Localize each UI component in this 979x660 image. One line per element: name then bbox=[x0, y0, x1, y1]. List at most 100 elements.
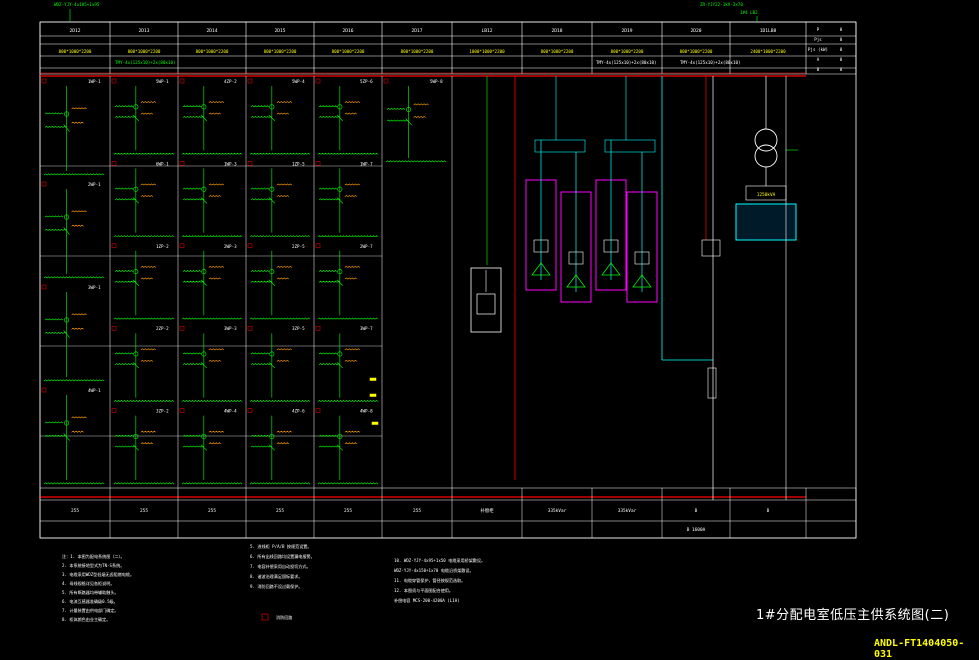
breaker-symbol bbox=[201, 104, 207, 110]
cad-text bbox=[114, 115, 137, 118]
panel-size: 800*1000*2200 bbox=[264, 49, 297, 54]
cad-text bbox=[140, 183, 157, 186]
cad-text bbox=[182, 280, 205, 283]
feeder-tag: 4WP-8 bbox=[360, 409, 373, 414]
cad-text bbox=[276, 112, 290, 115]
cad-text bbox=[208, 277, 222, 280]
cad-text bbox=[208, 359, 222, 362]
feeder-index-box bbox=[41, 284, 47, 290]
cad-text bbox=[318, 352, 338, 355]
breaker-symbol bbox=[64, 317, 70, 323]
cad-text bbox=[182, 198, 205, 201]
breaker-symbol bbox=[132, 279, 140, 286]
feeder-tag: 2ZP-2 bbox=[156, 326, 169, 331]
cad-text bbox=[43, 482, 105, 485]
cad-text bbox=[276, 265, 293, 268]
cad-text bbox=[114, 434, 134, 437]
feeder-index-box bbox=[247, 161, 253, 166]
cad-text bbox=[344, 101, 361, 104]
feeder-index-box bbox=[315, 243, 321, 249]
cad-text bbox=[182, 105, 202, 108]
cad-text bbox=[140, 265, 157, 268]
cad-text bbox=[208, 265, 225, 268]
cad-text bbox=[43, 379, 105, 382]
cad-text bbox=[344, 277, 358, 280]
top-right-note: ZR-YJY22-1kV-3x70 bbox=[700, 2, 743, 7]
feeder-tag: 2WP-3 bbox=[224, 244, 237, 249]
note-line: 注：1. 本图为配电系统图（二）。 bbox=[62, 553, 125, 559]
panel-header-table: 2D12800*1000*22002D13800*1000*22002D1480… bbox=[39, 2, 857, 75]
feeder-index-box bbox=[111, 325, 117, 331]
feeder-index-box bbox=[315, 161, 321, 166]
breaker-symbol bbox=[200, 197, 208, 204]
cad-text bbox=[318, 270, 338, 273]
cad-text bbox=[250, 187, 270, 190]
cad-text bbox=[250, 352, 270, 355]
notes-block: 注：1. 本图为配电系统图（二）。2. 本系统接地型式为TN-S系统。3. 电缆… bbox=[62, 543, 485, 622]
panel-id: 2D17 bbox=[411, 28, 422, 34]
breaker-symbol bbox=[268, 114, 276, 122]
breaker-symbol bbox=[200, 444, 208, 451]
note-line: 10. WDZ-YJY-4x95+1x50 电缆采用桥架敷设。 bbox=[394, 557, 485, 563]
highlight-marker bbox=[369, 377, 377, 381]
highlight-marker bbox=[369, 393, 377, 397]
cad-text bbox=[114, 280, 137, 283]
cad-text bbox=[249, 482, 311, 485]
cad-text bbox=[208, 442, 222, 445]
cad-text bbox=[317, 400, 379, 402]
cad-text bbox=[182, 352, 202, 355]
cad-text bbox=[208, 112, 222, 115]
cad-text bbox=[113, 482, 175, 485]
note-line: 3. 电缆采用WDZ型低烟无卤阻燃电缆。 bbox=[62, 571, 134, 577]
cad-text bbox=[249, 152, 311, 155]
breaker-symbol bbox=[337, 104, 343, 110]
panel-id: 2D16 bbox=[342, 28, 353, 34]
cad-text bbox=[318, 445, 341, 448]
bottom-cell: 255 bbox=[276, 508, 284, 514]
cad-text bbox=[182, 434, 202, 437]
bottom-cell: 255 bbox=[413, 508, 421, 514]
bottom-cell: B bbox=[695, 508, 698, 514]
cad-text bbox=[208, 348, 225, 351]
panel-size: 800*1000*2200 bbox=[401, 49, 434, 54]
cad-text bbox=[113, 317, 175, 320]
breaker-symbol bbox=[200, 362, 208, 369]
cad-text bbox=[71, 313, 87, 316]
top-right-note: 1#4 LB2 bbox=[740, 10, 758, 15]
incoming-and-compensation-section: 1250kVA bbox=[470, 76, 798, 500]
header-row-label: B bbox=[817, 67, 820, 72]
panel-size: 800*1000*2200 bbox=[128, 49, 161, 54]
cad-text bbox=[71, 224, 84, 227]
cad-text bbox=[344, 442, 358, 445]
breaker-symbol bbox=[337, 186, 343, 192]
breaker-symbol bbox=[336, 114, 344, 122]
cad-text bbox=[318, 115, 341, 118]
drawing-title: 1#分配电室低压主供系统图(二) bbox=[756, 608, 950, 623]
capacitor-bank bbox=[601, 262, 621, 276]
feeder-tag: 4WP-4 bbox=[224, 409, 237, 414]
cad-text bbox=[140, 112, 154, 115]
cad-text bbox=[181, 235, 243, 238]
feeder-index-box bbox=[383, 78, 389, 84]
breaker-symbol bbox=[133, 351, 139, 357]
breaker-symbol bbox=[201, 433, 207, 439]
cad-text bbox=[250, 105, 270, 108]
cad-text bbox=[43, 173, 105, 176]
breaker-symbol bbox=[269, 351, 275, 357]
capacitor-bank bbox=[632, 274, 652, 288]
panel-id: LB12 bbox=[481, 28, 492, 34]
cad-text bbox=[276, 430, 293, 433]
note-line: 11. 电缆穿管保护，管径按规范选取。 bbox=[394, 577, 465, 583]
feeder-index-box bbox=[247, 325, 253, 331]
breaker-symbol bbox=[201, 186, 207, 192]
panel-size: 800*1000*2200 bbox=[59, 49, 92, 54]
feeder-tag: 5WP-8 bbox=[430, 79, 443, 84]
note-line: 12. 本图须与平面图配合使用。 bbox=[394, 587, 453, 593]
breaker-symbol bbox=[336, 279, 344, 286]
note-line: 8. 谐波治理满足国标要求。 bbox=[250, 573, 302, 579]
cad-text bbox=[71, 416, 87, 419]
header-row-value: 0 bbox=[840, 57, 843, 62]
feeder-index-box bbox=[179, 325, 185, 331]
cad-text bbox=[250, 445, 273, 448]
